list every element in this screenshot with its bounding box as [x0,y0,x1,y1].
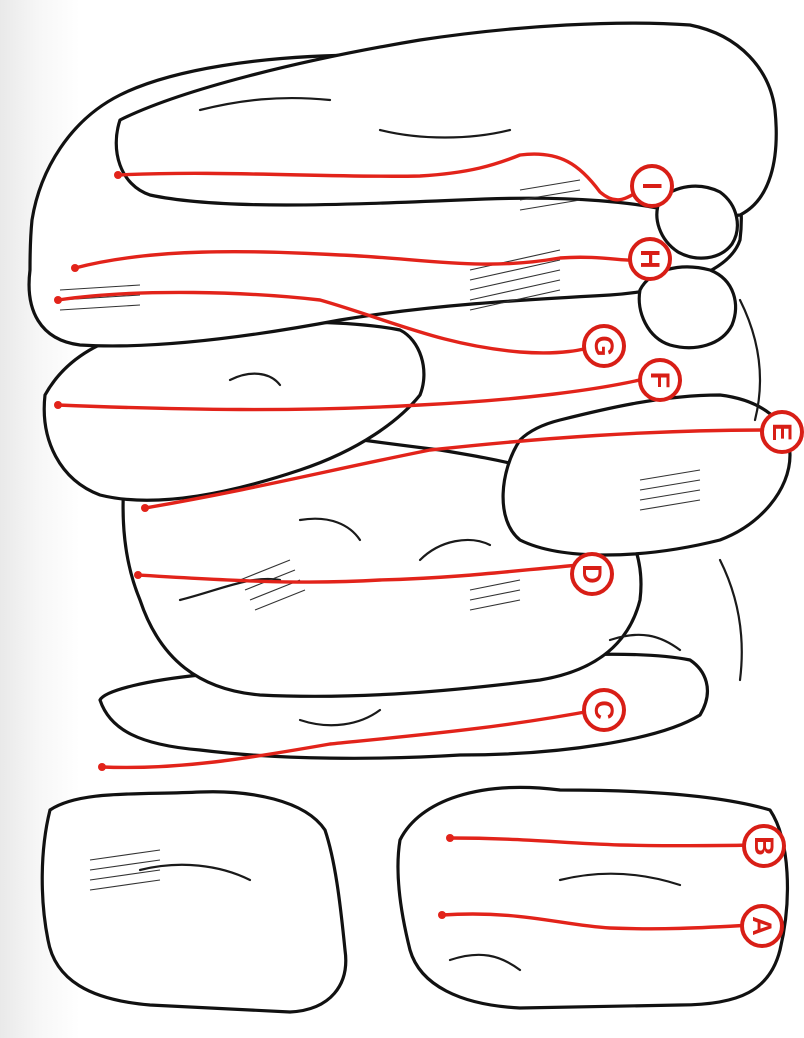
route-marker-h: H [630,239,670,279]
route-start-d [134,571,142,579]
route-marker-c: C [584,690,624,730]
route-marker-f: F [640,360,680,400]
route-marker-g: G [584,326,624,366]
route-marker-a: A [742,906,782,946]
route-start-a [438,911,446,919]
route-marker-e: E [762,412,802,452]
route-label-e: E [767,423,797,441]
boulder-outlines [29,23,790,1012]
boulder-left-top [42,792,346,1012]
route-start-f [54,401,62,409]
route-label-a: A [747,916,777,936]
route-label-c: C [589,700,619,720]
route-start-e [141,504,149,512]
route-start-h [71,264,79,272]
route-start-c [98,763,106,771]
boulder-e [503,395,790,555]
route-label-g: G [589,335,619,356]
route-marker-i: I [632,166,672,206]
route-label-b: B [749,836,779,856]
route-label-f: F [645,372,675,389]
route-label-d: D [577,564,607,584]
route-label-h: H [635,249,665,269]
route-start-g [54,296,62,304]
route-marker-d: D [572,554,612,594]
route-start-i [114,171,122,179]
route-marker-b: B [744,826,784,866]
route-start-b [446,834,454,842]
boulder-bottom-left [398,787,787,1008]
route-label-i: I [637,182,667,190]
